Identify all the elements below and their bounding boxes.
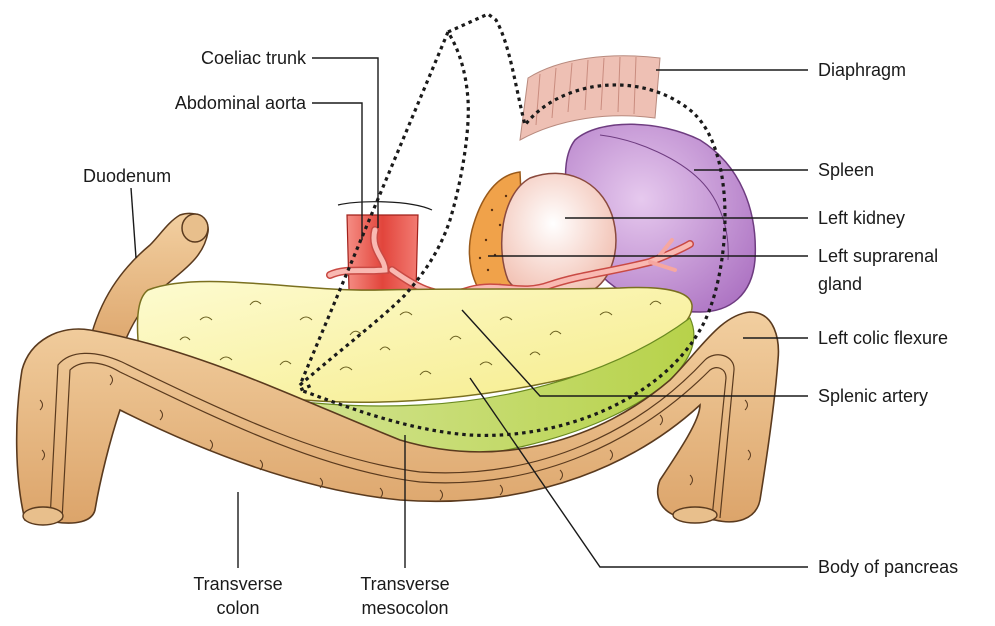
label-diaphragm: Diaphragm <box>818 60 906 80</box>
label-splenic-artery: Splenic artery <box>818 386 928 406</box>
label-body-of-pancreas: Body of pancreas <box>818 557 958 577</box>
label-transverse-mesocolon-line1: Transverse <box>360 574 449 594</box>
label-transverse-colon-line2: colon <box>216 598 259 618</box>
label-transverse-mesocolon-line2: mesocolon <box>361 598 448 618</box>
label-transverse-colon-line1: Transverse <box>193 574 282 594</box>
label-coeliac-trunk: Coeliac trunk <box>201 48 307 68</box>
label-duodenum: Duodenum <box>83 166 171 186</box>
label-spleen: Spleen <box>818 160 874 180</box>
label-left-colic-flexure: Left colic flexure <box>818 328 948 348</box>
leader-coeliac-trunk <box>312 58 378 228</box>
label-abdominal-aorta: Abdominal aorta <box>175 93 307 113</box>
label-left-suprarenal-gland-line2: gland <box>818 274 862 294</box>
label-left-suprarenal-gland-line1: Left suprarenal <box>818 246 938 266</box>
label-left-kidney: Left kidney <box>818 208 905 228</box>
leader-duodenum <box>131 188 136 258</box>
